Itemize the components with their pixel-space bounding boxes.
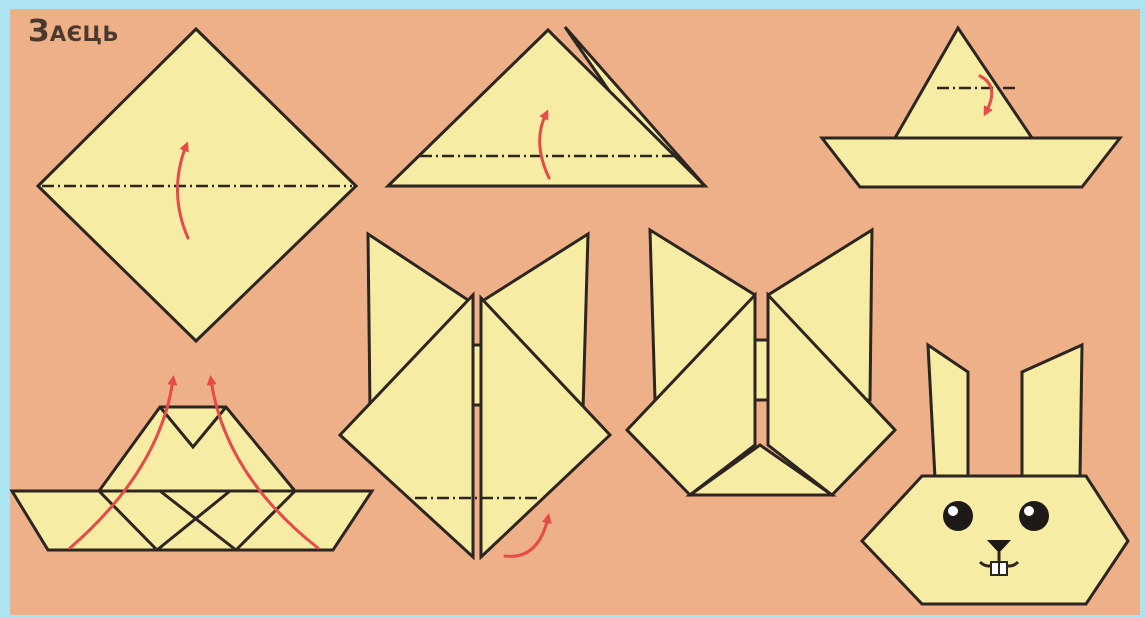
- right-eye: [1019, 501, 1049, 531]
- left-ear: [928, 345, 968, 478]
- step-4-fold-corners-up: [12, 380, 372, 550]
- step-2-triangle-fold-up: [388, 27, 705, 186]
- tooth-right: [999, 562, 1007, 575]
- right-ear: [1022, 345, 1082, 478]
- tooth-left: [991, 562, 999, 575]
- step-5-fold-ears: [340, 234, 610, 557]
- step-7-rabbit-face: [862, 345, 1128, 604]
- step-3-fold-tip-down: [822, 28, 1120, 187]
- left-eye: [943, 501, 973, 531]
- step-1-square-fold-up: [38, 29, 356, 341]
- step-6-fold-back: [627, 230, 895, 495]
